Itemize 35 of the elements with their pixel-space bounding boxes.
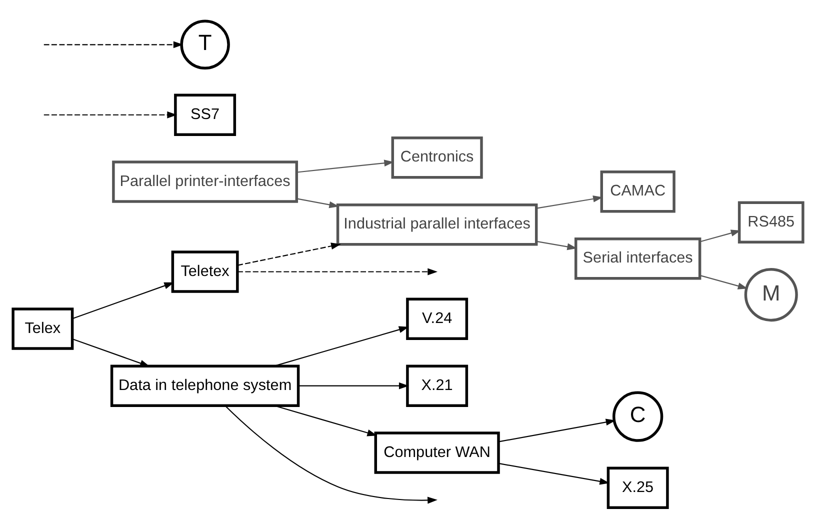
- node-box: V.24: [406, 298, 468, 340]
- arrow: [498, 418, 616, 442]
- node-box: Industrial parallel interfaces: [336, 203, 538, 246]
- node-circle: T: [180, 20, 230, 70]
- node-box: RS485: [738, 201, 804, 244]
- arrow: [700, 274, 748, 290]
- arrow: [498, 462, 610, 485]
- arrow: [536, 240, 578, 250]
- node-box: Computer WAN: [374, 432, 500, 474]
- arrow: [72, 338, 150, 367]
- arrow: [296, 198, 340, 208]
- arrow: [274, 326, 409, 367]
- node-box: SS7: [174, 94, 236, 136]
- arrow: [536, 195, 603, 209]
- arrow: [44, 111, 178, 118]
- arrow: [700, 230, 741, 242]
- node-circle: M: [744, 268, 798, 322]
- arrow: [238, 242, 341, 266]
- node-box: Centronics: [391, 136, 483, 179]
- node-box: Telex: [12, 308, 74, 350]
- arrow: [44, 41, 184, 48]
- arrow: [274, 405, 378, 436]
- arrow: [225, 406, 438, 504]
- arrow: [298, 382, 409, 390]
- node-box: CAMAC: [600, 170, 676, 213]
- node-box: Teletex: [171, 250, 239, 293]
- node-box: Serial interfaces: [574, 237, 702, 280]
- node-box: Data in telephone system: [110, 364, 300, 407]
- node-box: X.21: [406, 364, 468, 407]
- node-box: X.25: [606, 466, 669, 509]
- node-box: Parallel printer-interfaces: [112, 160, 298, 203]
- arrow: [72, 282, 174, 320]
- arrow: [238, 268, 438, 276]
- arrow: [296, 160, 394, 173]
- node-circle: C: [612, 391, 664, 442]
